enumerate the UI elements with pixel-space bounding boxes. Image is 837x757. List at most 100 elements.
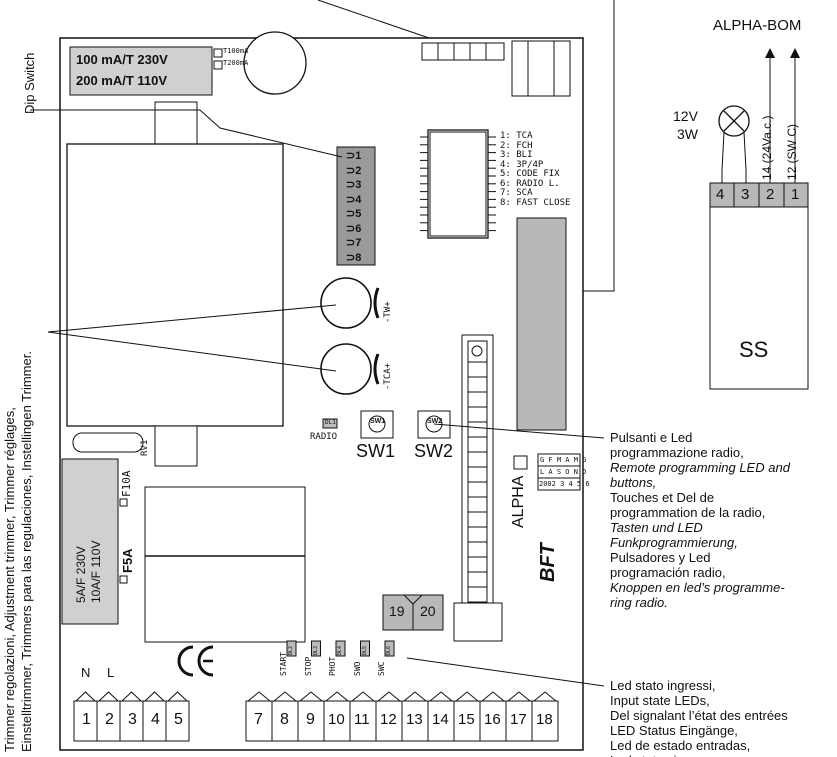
led-code-label: DL6 [386, 645, 392, 655]
led-dl1 [322, 418, 338, 429]
terminal-11 [349, 700, 377, 742]
ss-title: ALPHA-BOM [713, 17, 802, 34]
sw1-button[interactable]: SW1 [370, 418, 386, 425]
callout-radio-line: Knoppen en led’s programme- [610, 580, 785, 595]
fuse-mid-line1: 5A/F 230V [74, 546, 88, 603]
led-dl3 [311, 640, 321, 657]
callout-radio-line: Pulsadores y Led [610, 550, 711, 565]
trimmer-side-label-1: Trimmer regolazioni, Adjustment trimmer,… [2, 407, 17, 752]
sw1-label: SW1 [356, 441, 396, 461]
led-code-label: DL5 [361, 645, 368, 655]
trimmer-tw [320, 277, 372, 329]
terminal-14-label: 14 [432, 711, 449, 728]
trimmer-side-label-2: Einstelltrimmer, Trimmers para las regul… [19, 351, 34, 752]
callout-leds-line: Led stato ingressi, [610, 678, 716, 693]
terminal-15 [453, 700, 481, 742]
led-code-label: DL2 [288, 645, 294, 655]
lamp-voltage: 12V [673, 108, 698, 124]
fuse-f10a-label: F10A [120, 470, 133, 498]
callout-radio-line: buttons, [610, 475, 657, 490]
dip-switch-block [336, 146, 376, 266]
terminal-10-label: 10 [328, 711, 345, 728]
terminal-10 [323, 700, 351, 742]
sw2-label: SW2 [414, 441, 454, 461]
wire14-label: 14 (24Va.c.) [760, 115, 774, 180]
callout-leds-line: LED Status Eingänge, [610, 723, 738, 738]
fuse-top-line1: 100 mA/T 230V [76, 52, 168, 67]
fuse-label-mid [61, 458, 119, 625]
dip-switch-8: ⊃8 [346, 251, 362, 264]
terminal-7 [245, 700, 273, 742]
callout-leds-line: Led de estado entradas, [610, 738, 751, 753]
fuse-label-top [69, 46, 213, 96]
dl1-label: DL1 [325, 419, 336, 426]
led-name-label: START [279, 651, 288, 676]
callout-radio-line: Tasten und LED [610, 520, 703, 535]
terminal-13-label: 13 [406, 711, 423, 728]
dip-legend-item: 6: RADIO L. [500, 178, 560, 189]
rv1-label: RV1 [140, 439, 150, 456]
terminal-l-label: L [107, 665, 115, 680]
dip-legend-item: 8: FAST CLOSE [500, 197, 571, 208]
date-grid-row2: L A S O N D [540, 468, 587, 476]
ss-pin-2: 2 [766, 186, 775, 203]
callout-leds-line: Led status ingangen. [610, 753, 788, 757]
led-code-label: DL4 [337, 645, 343, 655]
sw2-button[interactable]: SW2 [427, 418, 443, 425]
terminal-8-label: 8 [280, 711, 289, 728]
dip-legend-item: 1: TCA [500, 131, 533, 141]
terminal-17-label: 17 [510, 711, 527, 728]
terminal-11-label: 11 [354, 711, 370, 728]
fuse-f5a-label: F5A [120, 548, 135, 573]
callout-leds-line: Input state LEDs, [610, 693, 710, 708]
led-name-label: STOP [303, 656, 313, 676]
led-dl2 [286, 640, 297, 657]
lamp-wattage: 3W [677, 126, 698, 142]
date-grid-row3: 2002 3 4 5 6 [539, 480, 590, 488]
ss-label: SS [739, 337, 769, 362]
ss-pin-3: 3 [741, 186, 750, 203]
callout-radio-line: programmazione radio, [610, 445, 744, 460]
trimmer-tca-label: -TCA+ [383, 362, 393, 390]
terminal-2-label: 2 [105, 711, 114, 728]
terminal-9 [297, 700, 325, 742]
ss-module-slot [516, 217, 567, 431]
connector-top-strip [421, 42, 505, 61]
led-dl4 [335, 640, 346, 657]
ss-module-box [709, 182, 809, 390]
callout-radio-line: programmation de la radio, [610, 505, 766, 520]
pointer-line-leds [406, 657, 605, 687]
terminal-13 [401, 700, 429, 742]
terminal-16-label: 16 [484, 711, 501, 728]
terminal-15-label: 15 [458, 711, 475, 728]
terminal-12 [375, 700, 403, 742]
led-dl6 [384, 640, 395, 657]
wire12-label: 12 (SW C) [785, 123, 799, 180]
dip-legend-item: 4: 3P/4P [500, 159, 544, 170]
terminal-12-label: 12 [380, 711, 397, 728]
dip-switch-1: ⊃1 [346, 150, 362, 162]
callout-radio-line: ring radio. [610, 595, 668, 610]
fuse-top-line2: 200 mA/T 110V [76, 73, 168, 88]
callout-radio-line: Remote programming LED and [610, 460, 790, 475]
dip-legend-item: 7: SCA [500, 188, 533, 198]
terminal-5-label: 5 [174, 711, 183, 728]
date-grid [537, 453, 581, 491]
pointer-line-trimmer-tca [47, 331, 337, 372]
ss-pin-4: 4 [716, 186, 725, 203]
callout-radio-line: Funkprogrammierung, [610, 535, 738, 550]
callout-radio-line: Pulsanti e Led [610, 430, 693, 445]
terminal-18-label: 18 [536, 711, 553, 728]
dip-legend-item: 3: BLI [500, 150, 533, 160]
terminal-19-label: 19 [389, 603, 405, 619]
bft-logo: BFT [537, 543, 559, 582]
connector-top-right [511, 40, 571, 97]
terminal-n-label: N [81, 665, 91, 680]
pointer-line-trimmer-tw [47, 304, 337, 333]
radio-label: RADIO [310, 432, 338, 442]
date-grid-row1: G F M A M G [540, 456, 587, 464]
led-dl5 [360, 640, 370, 657]
